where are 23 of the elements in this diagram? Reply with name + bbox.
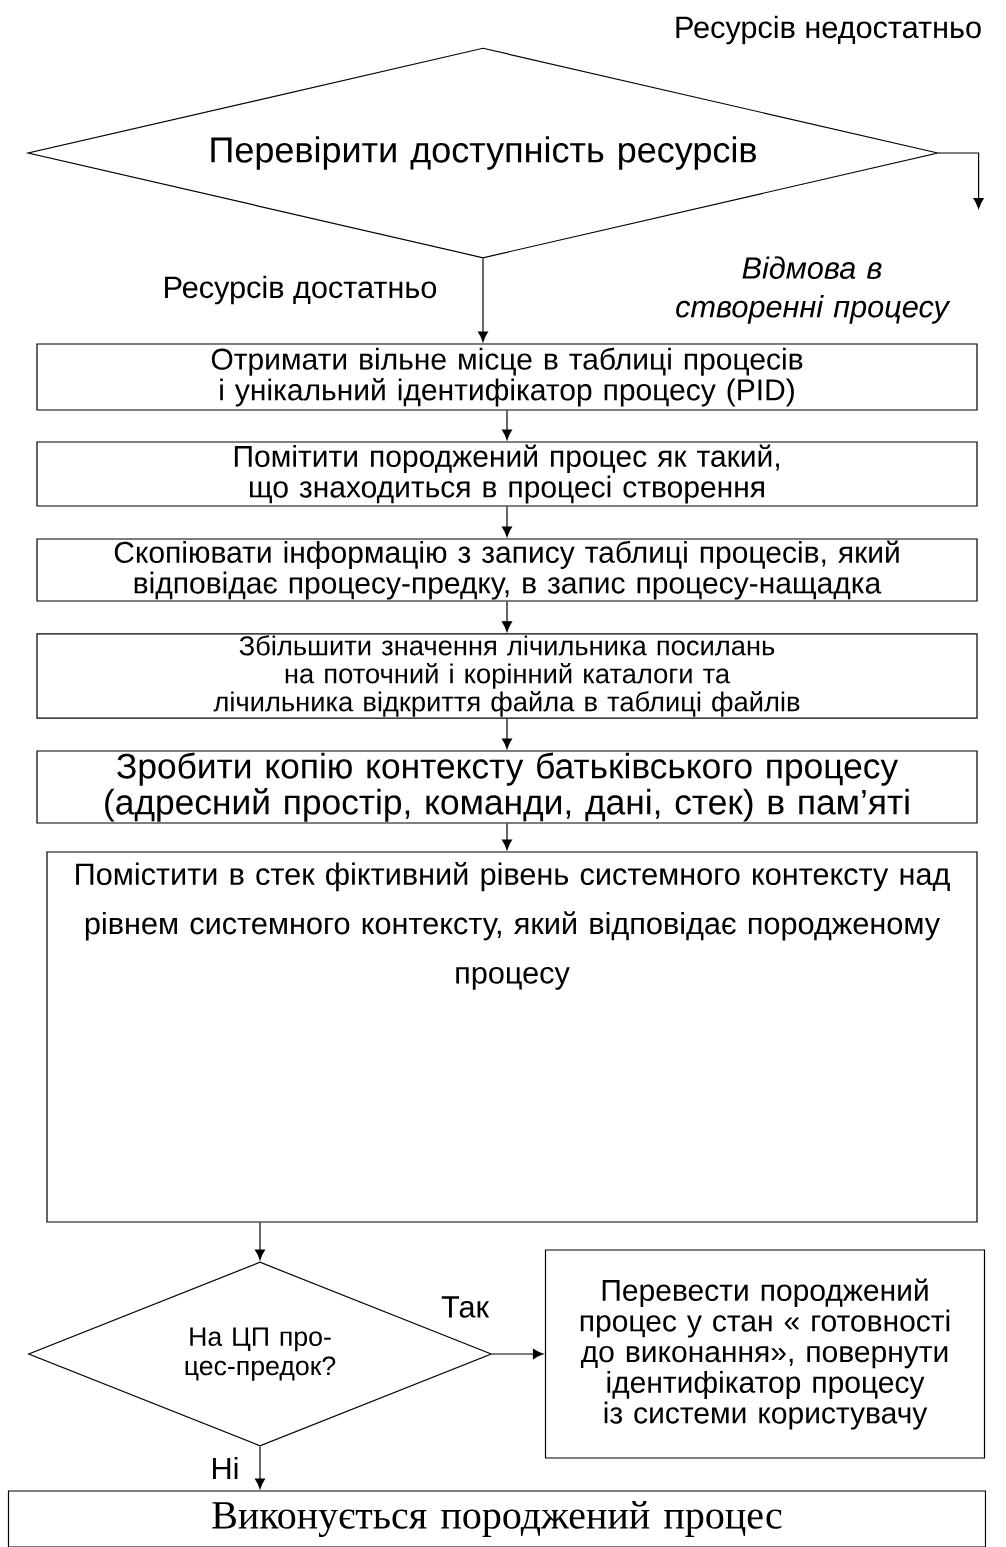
arrow [501,506,513,537]
arrow [501,823,513,850]
edge-label: Так [441,1296,490,1318]
arrow [477,258,489,342]
arrow [501,410,513,440]
process-box: Помістити в стек фіктивний рівень системного контексту над рівнем системного контексту, який відповідає породженому процесу [46,851,978,1223]
arrow [501,601,513,632]
arrow [938,152,984,209]
process-box: Скопіювати інформацію з запису таблиці процесів, який відповідає процесу-предку, в запис процесу-нащадка [36,538,978,602]
process-box: Отримати вільне місце в таблиці процесів і унікальний ідентифікатор процесу (PID) [36,343,978,411]
arrow [491,1348,544,1360]
process-box: Помітити породжений процес як такий, що знаходиться в процесі створення [36,441,978,507]
edge-label: Ні [213,1456,238,1480]
process-box: Виконується породжений процес [7,1490,987,1547]
edge-label: Ресурсів достатньо [165,275,437,305]
edge-label: Ресурсів недостатньо [676,15,981,45]
process-box: Перевести породжений процес у стан « готовності до виконання», повернути ідентифікатор процесу із системи користувачу [544,1249,986,1459]
process-box: Зробити копію контексту батьківського процесу (адресний простір, команди, дані, стек) в пам’яті [36,750,978,824]
arrow [501,718,513,749]
arrow [254,1222,266,1260]
outcome-note: Відмова в створенні процесу [676,256,951,324]
arrow [254,1446,266,1489]
process-box: Збільшити значення лічильника посилань на поточний і корінний каталоги та лічильника відкриття файла в таблиці файлів [36,633,978,719]
